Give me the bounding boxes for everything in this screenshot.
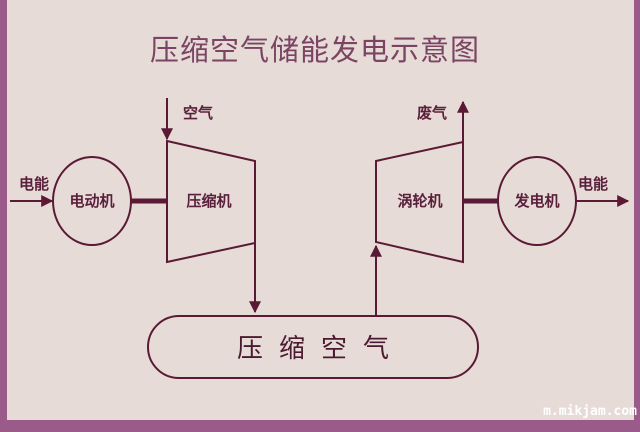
air-tank bbox=[147, 315, 479, 379]
tank-label: 压缩空气 bbox=[237, 334, 405, 364]
generator-label: 发电机 bbox=[513, 192, 559, 210]
motor-label: 电动机 bbox=[69, 192, 114, 210]
watermark: m.mikjam.com bbox=[543, 404, 637, 419]
electric-output-label: 电能 bbox=[578, 175, 608, 193]
canvas-background bbox=[7, 0, 634, 420]
compressor-label: 压缩机 bbox=[186, 192, 231, 210]
turbine-shape bbox=[375, 140, 464, 264]
diagram-title: 压缩空气储能发电示意图 bbox=[150, 33, 480, 67]
electric-input-label: 电能 bbox=[19, 175, 49, 193]
air-intake-label: 空气 bbox=[183, 104, 213, 122]
exhaust-label: 废气 bbox=[417, 104, 447, 122]
turbine-label: 涡轮机 bbox=[397, 192, 442, 210]
